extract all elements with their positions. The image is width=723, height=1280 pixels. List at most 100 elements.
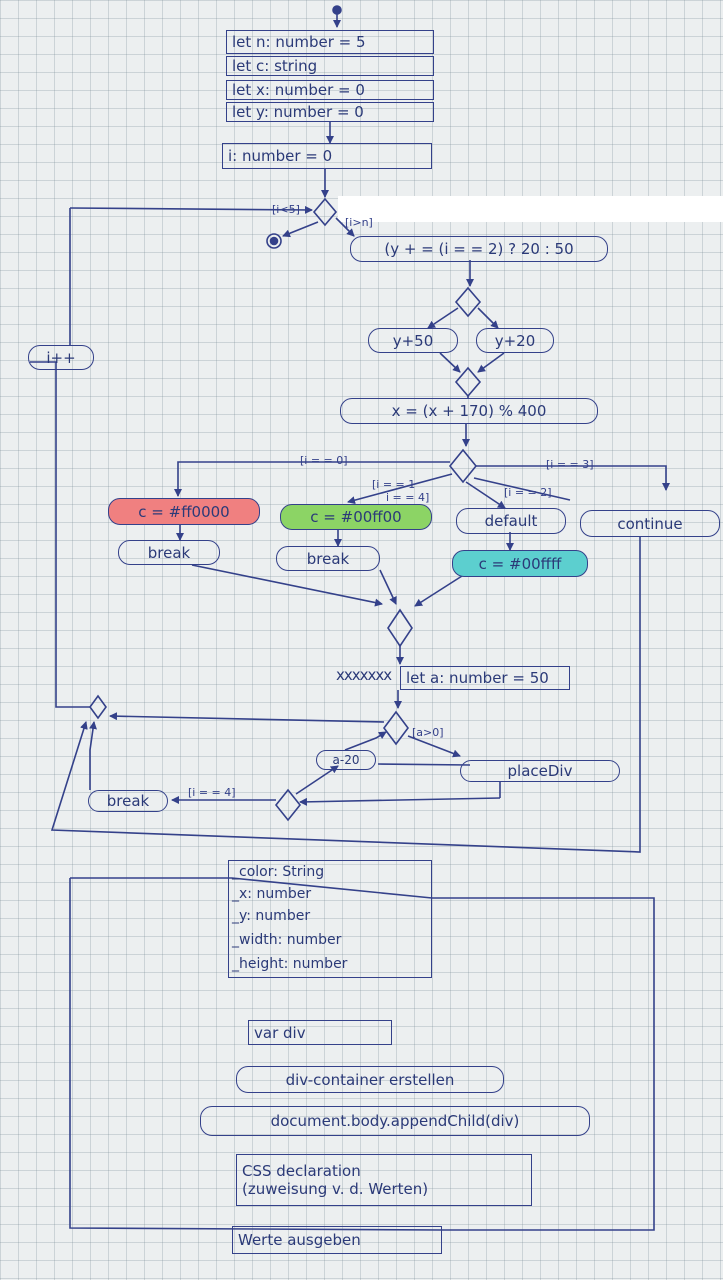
i4-decision-diamond xyxy=(274,788,302,822)
set-green-text: c = #00ff00 xyxy=(310,508,402,526)
decl-y-text: let y: number = 0 xyxy=(232,103,364,121)
flow-break1-merge xyxy=(191,564,383,607)
a-decision-diamond xyxy=(383,710,409,746)
output-box: Werte ausgeben xyxy=(232,1226,442,1254)
flow-case0 xyxy=(174,461,450,497)
flow-case2 xyxy=(465,481,506,509)
loop-init-box: i: number = 0 xyxy=(222,143,432,169)
flow-loop-false xyxy=(282,221,319,238)
y-plus-20-action: y+20 xyxy=(476,328,554,353)
y-ternary-text: (y + = (i = = 2) ? 20 : 50 xyxy=(384,240,574,258)
create-div-action: div-container erstellen xyxy=(236,1066,504,1093)
flow-i4-to-aminus xyxy=(295,765,339,795)
flow-to-i4-decision xyxy=(299,797,501,806)
flow-case-default-split xyxy=(473,477,571,501)
attr-width: _width: number xyxy=(232,932,342,948)
flow-end-to-increment xyxy=(30,361,90,708)
css-decl-box: CSS declaration (zuweisung v. d. Werten) xyxy=(236,1154,532,1206)
flow-cyan-merge xyxy=(414,575,463,607)
increment-action: i++ xyxy=(28,345,94,370)
flow-case14 xyxy=(347,473,453,505)
y-decision-diamond xyxy=(454,286,482,318)
end-inner-diamond xyxy=(89,694,107,720)
default-action: default xyxy=(456,508,566,534)
css-decl-line1: CSS declaration xyxy=(242,1162,361,1180)
attr-y: _y: number xyxy=(232,908,311,924)
decl-box-x: let x: number = 0 xyxy=(226,80,434,100)
flow-to-y20 xyxy=(477,307,499,329)
attr-color: _color: String xyxy=(232,864,325,880)
attr-height: _height: number xyxy=(232,956,348,972)
break-action-3: break xyxy=(88,790,168,812)
let-a-box: let a: number = 50 xyxy=(400,666,570,690)
a-minus-text: a-20 xyxy=(332,753,360,767)
switch-decision-diamond xyxy=(448,448,478,484)
set-red-text: c = #ff0000 xyxy=(138,502,230,521)
break-2-text: break xyxy=(306,549,350,568)
decl-x-text: let x: number = 0 xyxy=(232,81,365,99)
switch-merge-diamond xyxy=(387,608,413,648)
let-a-text: let a: number = 50 xyxy=(406,669,549,687)
flow-a-true xyxy=(407,735,461,758)
var-div-box: var div xyxy=(248,1020,392,1045)
y-plus-50-text: y+50 xyxy=(392,331,434,350)
guard-case3: [i = = 3] xyxy=(546,458,594,471)
flow-break3-back xyxy=(89,721,97,790)
y-plus-50-action: y+50 xyxy=(368,328,458,353)
append-text: document.body.appendChild(div) xyxy=(270,1112,520,1130)
decl-c-text: let c: string xyxy=(232,57,318,75)
css-decl-line2: (zuweisung v. d. Werten) xyxy=(242,1180,429,1198)
flow-to-y50 xyxy=(427,307,459,329)
flow-loop-true xyxy=(335,217,355,237)
guard-case1: [i = = 1 xyxy=(372,478,416,491)
continue-text: continue xyxy=(617,514,683,533)
break-action-1: break xyxy=(118,540,220,565)
flow-a-false xyxy=(109,712,385,723)
loop-init-text: i: number = 0 xyxy=(228,147,333,165)
place-div-action: placeDiv xyxy=(460,760,620,782)
flow-continue-back xyxy=(50,537,641,853)
a-minus-action: a-20 xyxy=(316,750,376,770)
increment-text: i++ xyxy=(46,348,76,367)
y-ternary-action: (y + = (i = = 2) ? 20 : 50 xyxy=(350,236,608,262)
loop-decision-diamond xyxy=(312,197,338,227)
default-text: default xyxy=(484,512,538,530)
flow-aminus-back xyxy=(344,731,387,751)
break-3-text: break xyxy=(106,792,150,810)
break-action-2: break xyxy=(276,546,380,571)
output-text: Werte ausgeben xyxy=(238,1231,361,1249)
var-div-text: var div xyxy=(254,1023,306,1042)
decl-box-y: let y: number = 0 xyxy=(226,102,434,122)
crossed-out-text: xxxxxxx xyxy=(336,666,392,684)
decl-box-c: let c: string xyxy=(226,56,434,76)
attr-x: _x: number xyxy=(232,886,312,902)
attributes-box xyxy=(228,860,432,978)
guard-a-positive: [a>0] xyxy=(412,726,444,739)
place-div-text: placeDiv xyxy=(507,762,573,780)
flow-place-aminus xyxy=(377,763,471,766)
flow-y20-merge xyxy=(477,352,505,373)
loop-guard-false: [i>n] xyxy=(345,216,373,229)
loop-guard-true: [i<5] xyxy=(272,203,300,216)
guard-case2: [i = = 2] xyxy=(504,486,552,499)
decl-box-n: let n: number = 5 xyxy=(226,30,434,54)
guard-case0: [i = = 0] xyxy=(300,454,348,467)
create-div-text: div-container erstellen xyxy=(285,1070,455,1089)
set-red-action: c = #ff0000 xyxy=(108,498,260,525)
continue-action: continue xyxy=(580,510,720,537)
guard-case4: i = = 4] xyxy=(386,491,430,504)
x-formula-text: x = (x + 170) % 400 xyxy=(391,402,547,420)
set-cyan-text: c = #00ffff xyxy=(478,554,562,573)
start-node xyxy=(332,5,342,15)
lower-frame xyxy=(69,877,655,1231)
flow-case3 xyxy=(476,465,670,491)
flow-y50-merge xyxy=(439,352,461,373)
y-plus-20-text: y+20 xyxy=(494,331,536,350)
break-1-text: break xyxy=(147,543,191,562)
guard-i4: [i = = 4] xyxy=(188,786,236,799)
decl-n-text: let n: number = 5 xyxy=(232,33,366,51)
set-green-action: c = #00ff00 xyxy=(280,504,432,530)
flow-break2-merge xyxy=(379,569,397,605)
set-cyan-action: c = #00ffff xyxy=(452,550,588,577)
